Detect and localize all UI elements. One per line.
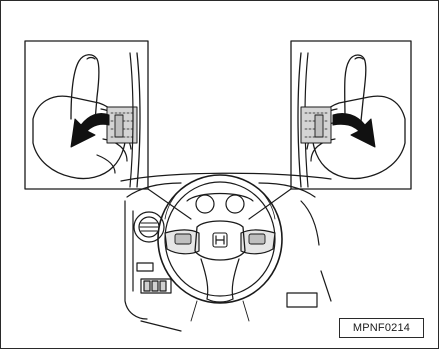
steering-wheel xyxy=(158,175,282,321)
dashboard xyxy=(121,173,331,331)
left-hand-inset xyxy=(25,41,148,189)
dashboard-switches xyxy=(137,263,171,293)
figure-code-label: MPNF0214 xyxy=(339,318,424,338)
honda-logo-icon xyxy=(213,233,227,247)
right-hand-inset xyxy=(291,41,411,189)
